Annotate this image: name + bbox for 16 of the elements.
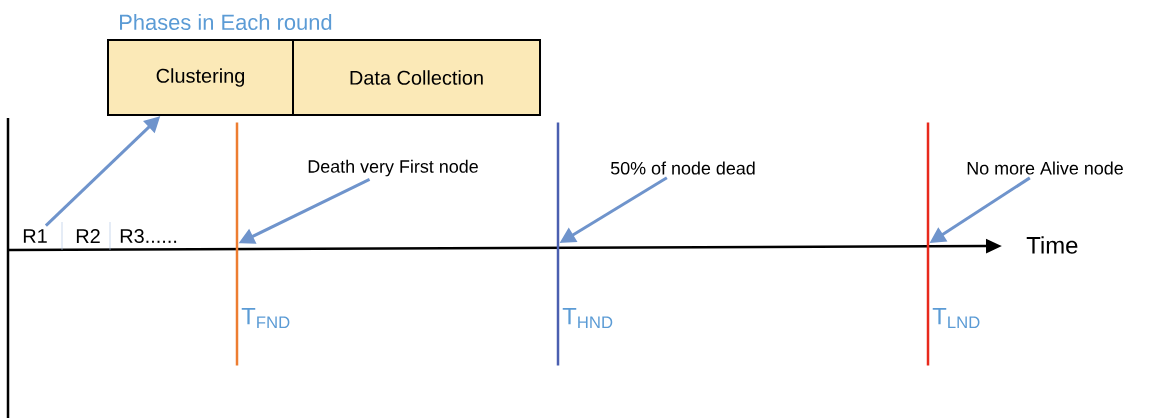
time-label: T$_{HND}$ (562, 307, 613, 329)
time-marker-line (926, 122, 930, 366)
time-label: T$_{FND}$ (241, 307, 290, 329)
round-label: R2 (76, 229, 100, 243)
time-marker-line (235, 122, 239, 366)
round-label: R3...... (120, 228, 177, 244)
phase-cell: Clustering (107, 39, 294, 116)
annotation-text: 50% of node dead (610, 161, 755, 175)
phase-cell: Data Collection (292, 39, 541, 116)
axis-label: Time (1026, 236, 1078, 254)
annotation-text: No more Alive node (967, 161, 1123, 175)
time-marker-line (556, 122, 560, 366)
annotation-text: Death very First node (308, 159, 478, 177)
heading: Phases in Each round (120, 13, 332, 31)
time-label: T$_{LND}$ (932, 307, 980, 329)
round-label: R1 (23, 229, 47, 243)
